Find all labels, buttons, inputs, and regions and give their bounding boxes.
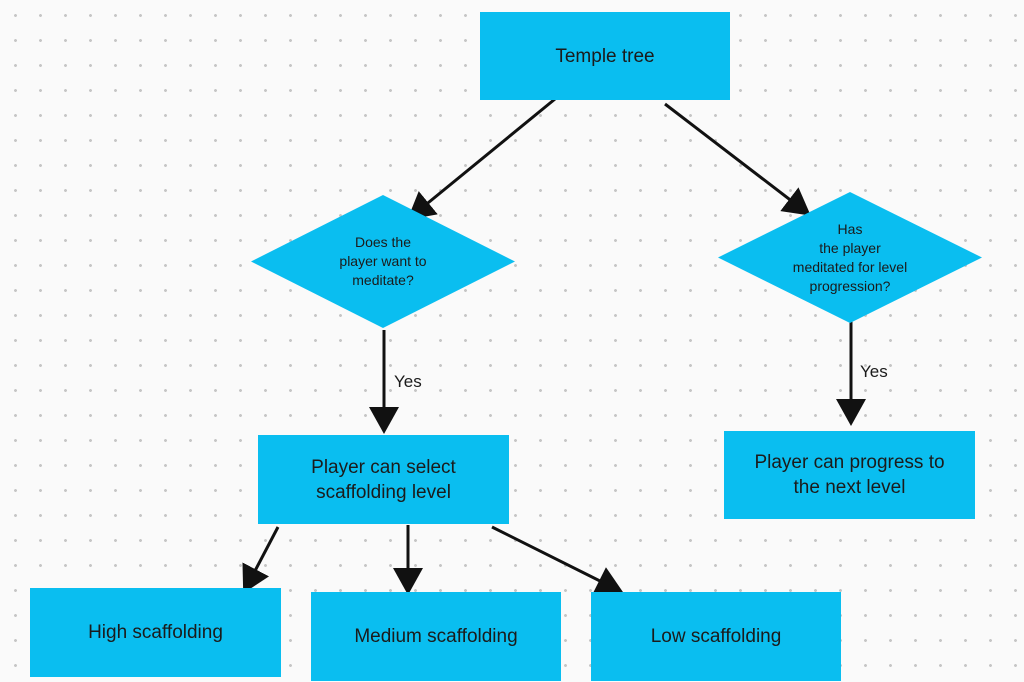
node-medium-scaffolding: Medium scaffolding [311, 592, 561, 681]
edge-label-yes-meditate: Yes [394, 372, 422, 391]
node-progress-next-level-label: Player can progress to the next level [754, 452, 945, 498]
node-select-scaffolding-label: Player can select scaffolding level [311, 456, 456, 503]
node-medium-scaffolding-label: Medium scaffolding [354, 626, 518, 647]
node-temple-tree-label: Temple tree [555, 45, 655, 67]
arrow-select-to-low [491, 525, 624, 595]
node-high-scaffolding: High scaffolding [30, 588, 281, 677]
arrow-select-to-high [242, 526, 280, 594]
decision-want-to-meditate-label: Does the player want to meditate? [339, 234, 427, 288]
node-select-scaffolding: Player can select scaffolding level [258, 435, 509, 524]
node-progress-next-level: Player can progress to the next level [724, 431, 975, 519]
decision-meditated-for-progression-label: Has the player meditated for level progr… [792, 220, 908, 294]
node-low-scaffolding-label: Low scaffolding [650, 626, 782, 647]
node-high-scaffolding-label: High scaffolding [88, 622, 223, 643]
decision-meditated-for-progression: Has the player meditated for level progr… [718, 192, 982, 323]
edge-label-yes-progress: Yes [860, 362, 888, 381]
diamond-shape [251, 195, 515, 328]
node-low-scaffolding: Low scaffolding [591, 592, 841, 681]
node-temple-tree: Temple tree [480, 12, 730, 100]
diamond-shape [718, 192, 982, 323]
decision-want-to-meditate: Does the player want to meditate? [251, 195, 515, 328]
